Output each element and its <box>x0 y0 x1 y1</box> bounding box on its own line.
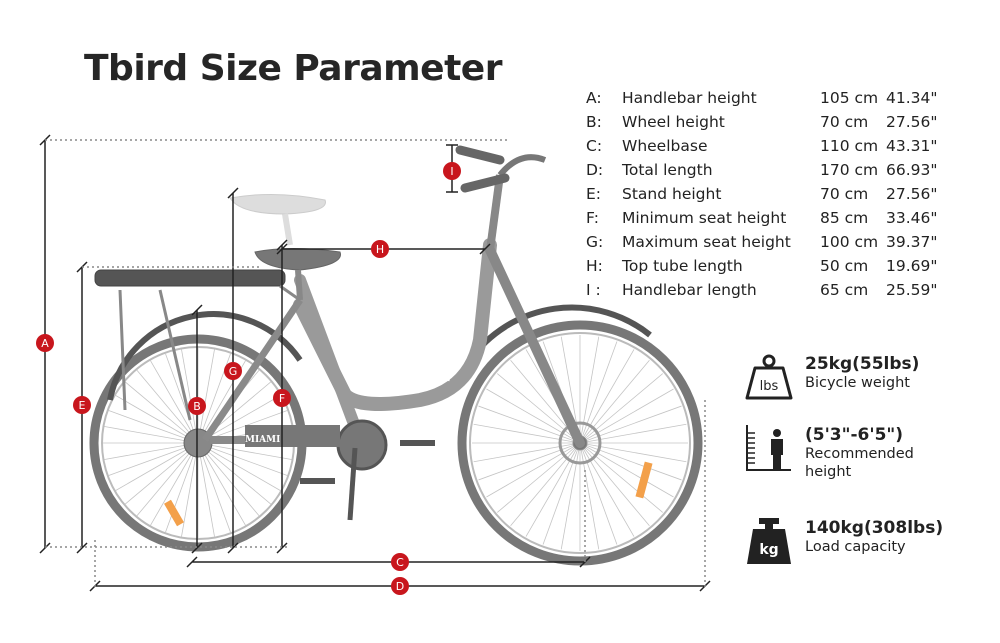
spec-row: C: Wheelbase 110 cm 43.31" <box>586 134 956 158</box>
spec-letter: G: <box>586 233 604 251</box>
spec-letter: A: <box>586 89 602 107</box>
spec-cm: 65 cm <box>820 281 869 299</box>
spec-name: Total length <box>622 161 713 179</box>
spec-cm: 70 cm <box>820 113 869 131</box>
spec-row: D: Total length 170 cm 66.93" <box>586 158 956 182</box>
spec-in: 25.59" <box>886 281 938 299</box>
spec-row: I : Handlebar length 65 cm 25.59" <box>586 278 956 302</box>
spec-cm: 105 cm <box>820 89 879 107</box>
spec-in: 66.93" <box>886 161 938 179</box>
spec-cm: 70 cm <box>820 185 869 203</box>
svg-text:I: I <box>450 165 453 178</box>
spec-row: A: Handlebar height 105 cm 41.34" <box>586 86 956 110</box>
spec-cm: 85 cm <box>820 209 869 227</box>
marker-d: D <box>391 577 409 595</box>
spec-row: B: Wheel height 70 cm 27.56" <box>586 110 956 134</box>
svg-text:C: C <box>396 556 404 569</box>
bike-illustration <box>89 145 703 566</box>
spec-name: Wheelbase <box>622 137 708 155</box>
spec-letter: F: <box>586 209 599 227</box>
svg-text:kg: kg <box>759 542 778 558</box>
spec-row: G: Maximum seat height 100 cm 39.37" <box>586 230 956 254</box>
person-height-icon <box>746 425 791 471</box>
feature-label: Bicycle weight <box>805 375 910 391</box>
weight-lbs-icon: lbs <box>745 354 793 400</box>
marker-f: F <box>273 389 291 407</box>
spec-name: Top tube length <box>622 257 743 275</box>
svg-text:E: E <box>79 399 86 412</box>
svg-text:G: G <box>229 365 238 378</box>
spec-name: Wheel height <box>622 113 725 131</box>
spec-in: 27.56" <box>886 185 938 203</box>
feature-value: (5'3"-6'5") <box>805 425 904 445</box>
spec-in: 43.31" <box>886 137 938 155</box>
feature-bicycle-weight: lbs 25kg(55lbs) Bicycle weight <box>745 354 935 402</box>
spec-cm: 170 cm <box>820 161 879 179</box>
spec-name: Handlebar length <box>622 281 757 299</box>
spec-in: 19.69" <box>886 257 938 275</box>
spec-in: 39.37" <box>886 233 938 251</box>
spec-letter: I : <box>586 281 601 299</box>
marker-e: E <box>73 396 91 414</box>
spec-cm: 110 cm <box>820 137 879 155</box>
chainstay-logo: MIAMI <box>245 435 280 445</box>
spec-name: Maximum seat height <box>622 233 791 251</box>
feature-load-capacity: kg 140kg(308lbs) Load capacity <box>745 518 943 566</box>
page-title: Tbird Size Parameter <box>84 48 502 89</box>
svg-text:B: B <box>193 400 201 413</box>
feature-recommended-height: (5'3"-6'5") Recommended height <box>745 425 935 481</box>
marker-c: C <box>391 553 409 571</box>
spec-in: 41.34" <box>886 89 938 107</box>
feature-label: Load capacity <box>805 539 906 555</box>
spec-in: 27.56" <box>886 113 938 131</box>
weight-kg-icon: kg <box>747 518 791 564</box>
svg-text:D: D <box>396 580 404 593</box>
feature-label: Recommended height <box>805 446 914 480</box>
marker-h: H <box>371 240 389 258</box>
spec-row: F: Minimum seat height 85 cm 33.46" <box>586 206 956 230</box>
svg-text:A: A <box>41 337 49 350</box>
svg-text:H: H <box>376 243 384 256</box>
marker-i: I <box>443 162 461 180</box>
spec-letter: B: <box>586 113 602 131</box>
spec-row: E: Stand height 70 cm 27.56" <box>586 182 956 206</box>
feature-value: 140kg(308lbs) <box>805 518 944 538</box>
spec-row: H: Top tube length 50 cm 19.69" <box>586 254 956 278</box>
spec-letter: H: <box>586 257 603 275</box>
svg-text:F: F <box>279 392 285 405</box>
dimension-markers: A B CD E F G H I <box>36 162 461 595</box>
spec-cm: 50 cm <box>820 257 869 275</box>
spec-name: Minimum seat height <box>622 209 787 227</box>
spec-letter: E: <box>586 185 602 203</box>
marker-a: A <box>36 334 54 352</box>
marker-g: G <box>224 362 242 380</box>
spec-letter: C: <box>586 137 603 155</box>
feature-value: 25kg(55lbs) <box>805 354 920 374</box>
spec-in: 33.46" <box>886 209 938 227</box>
spec-cm: 100 cm <box>820 233 879 251</box>
spec-table: A: Handlebar height 105 cm 41.34" B: Wheel he… <box>586 86 956 302</box>
spec-name: Stand height <box>622 185 722 203</box>
spec-name: Handlebar height <box>622 89 757 107</box>
spec-letter: D: <box>586 161 604 179</box>
front-wheel <box>457 320 703 566</box>
svg-text:lbs: lbs <box>760 379 779 394</box>
marker-b: B <box>188 397 206 415</box>
